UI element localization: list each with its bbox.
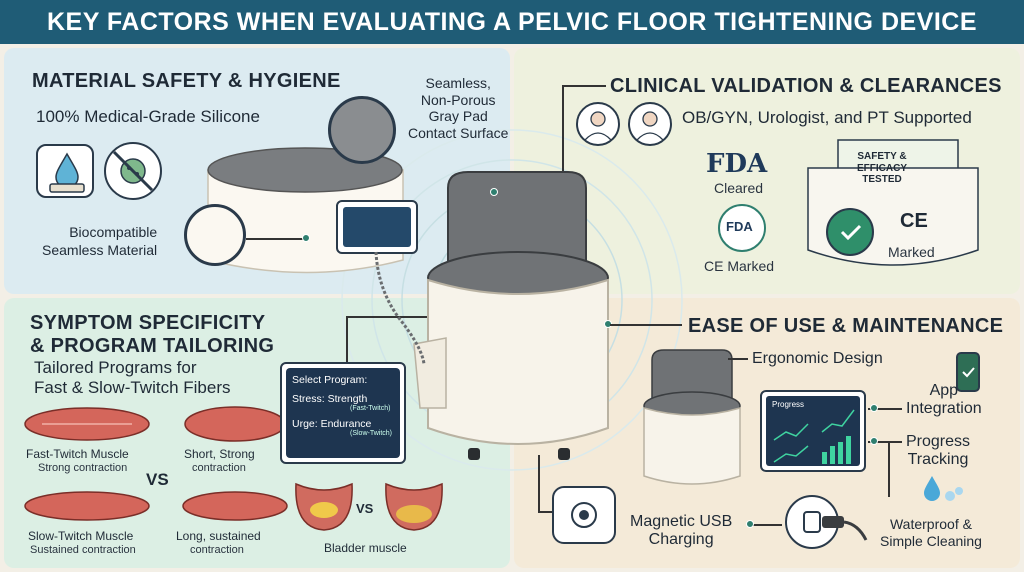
mini-device-illustration — [643, 349, 741, 485]
short-strong-sub: contraction — [192, 462, 246, 474]
fda-cleared-label: Cleared — [714, 180, 764, 196]
fast-twitch-label: Fast-Twitch Muscle — [26, 447, 129, 461]
ce-marked-left: CE Marked — [704, 258, 775, 274]
program-stress[interactable]: Stress: Strength — [292, 392, 368, 405]
app-integration-label: App Integration — [906, 382, 982, 417]
short-strong-label: Short, Strong — [184, 447, 255, 461]
connector-line — [562, 85, 564, 191]
fda-seal-icon: FDA — [718, 204, 766, 252]
ce-marked-right: Marked — [888, 244, 935, 260]
short-strong-muscle-icon — [184, 406, 286, 442]
doctor-male-icon — [628, 102, 672, 146]
long-sustained-sub: contraction — [190, 544, 244, 556]
fda-logo: FDA — [706, 149, 768, 179]
callout-dot — [870, 404, 878, 412]
fast-twitch-sub: Strong contraction — [38, 462, 128, 474]
usb-plug-icon — [785, 495, 868, 549]
callout-dot — [746, 520, 754, 528]
connector-line — [888, 441, 890, 497]
water-drop-icon — [36, 144, 94, 198]
doctor-female-icon — [576, 102, 620, 146]
connector-line — [346, 316, 348, 362]
material-subheading: 100% Medical-Grade Silicone — [36, 107, 260, 126]
pad-callout: Seamless, Non-Porous Gray Pad Contact Su… — [408, 75, 509, 141]
certificate-text: SAFETY & EFFICACY TESTED — [857, 151, 907, 185]
callout-dot — [302, 234, 310, 242]
slow-twitch-sub: Sustained contraction — [30, 544, 136, 556]
clinical-supported: OB/GYN, Urologist, and PT Supported — [682, 108, 972, 127]
gray-pad-magnifier — [328, 96, 396, 164]
fast-twitch-muscle-icon — [24, 407, 150, 441]
ease-heading: EASE OF USE & MAINTENANCE — [688, 315, 1004, 337]
ergonomic-label: Ergonomic Design — [752, 350, 883, 367]
connector-line — [562, 85, 606, 87]
no-bacteria-icon — [104, 142, 162, 200]
magnetic-port-icon — [552, 486, 616, 544]
monitor-label: Progress — [772, 400, 805, 409]
program-stress-sub: (Fast-Twitch) — [350, 405, 391, 413]
program-urge[interactable]: Urge: Endurance — [292, 417, 372, 430]
bladder-vs-label: VS — [356, 501, 374, 516]
bladder-label: Bladder muscle — [324, 541, 407, 555]
connector-line — [868, 441, 902, 443]
program-screen-title: Select Program: — [292, 374, 368, 386]
ce-logo: CE — [900, 210, 928, 232]
material-magnifier — [184, 204, 246, 266]
bladder-left-icon — [295, 482, 353, 531]
slow-twitch-label: Slow-Twitch Muscle — [28, 529, 134, 543]
water-cleaning-icon — [924, 476, 963, 501]
connector-line — [538, 511, 552, 513]
long-sustained-muscle-icon — [182, 491, 288, 521]
long-sustained-label: Long, sustained — [176, 529, 261, 543]
program-screen: Select Program: Stress: Strength (Fast-T… — [280, 362, 406, 464]
connector-line — [246, 238, 306, 240]
symptom-subheading: Tailored Programs for Fast & Slow-Twitch… — [34, 358, 231, 397]
connector-line — [752, 524, 782, 526]
phone-app-icon — [956, 352, 980, 392]
connector-line — [538, 455, 540, 511]
device-illustration — [413, 171, 609, 460]
callout-dot — [490, 188, 498, 196]
connector-line — [610, 324, 682, 326]
symptom-heading: SYMPTOM SPECIFICITY & PROGRAM TAILORING — [30, 312, 275, 357]
progress-monitor: Progress — [760, 390, 866, 472]
bladder-right-icon — [385, 482, 443, 531]
program-urge-sub: (Slow-Twitch) — [350, 430, 393, 438]
page-title: KEY FACTORS WHEN EVALUATING A PELVIC FLO… — [0, 0, 1024, 44]
callout-dot — [870, 437, 878, 445]
waterproof-label: Waterproof & Simple Cleaning — [880, 516, 982, 549]
remote-control[interactable] — [336, 200, 418, 254]
clinical-heading: CLINICAL VALIDATION & CLEARANCES — [610, 75, 1002, 97]
shield-check-icon — [826, 208, 874, 256]
progress-tracking-label: Progress Tracking — [906, 433, 971, 468]
connector-line — [728, 358, 748, 360]
remote-cable — [374, 251, 426, 365]
muscle-vs-label: VS — [146, 470, 169, 489]
connector-line — [868, 408, 902, 410]
material-heading: MATERIAL SAFETY & HYGIENE — [32, 70, 341, 92]
usb-label: Magnetic USB Charging — [630, 513, 733, 549]
connector-line — [346, 316, 458, 318]
material-callout: Biocompatible Seamless Material — [42, 224, 158, 258]
slow-twitch-muscle-icon — [24, 491, 150, 521]
